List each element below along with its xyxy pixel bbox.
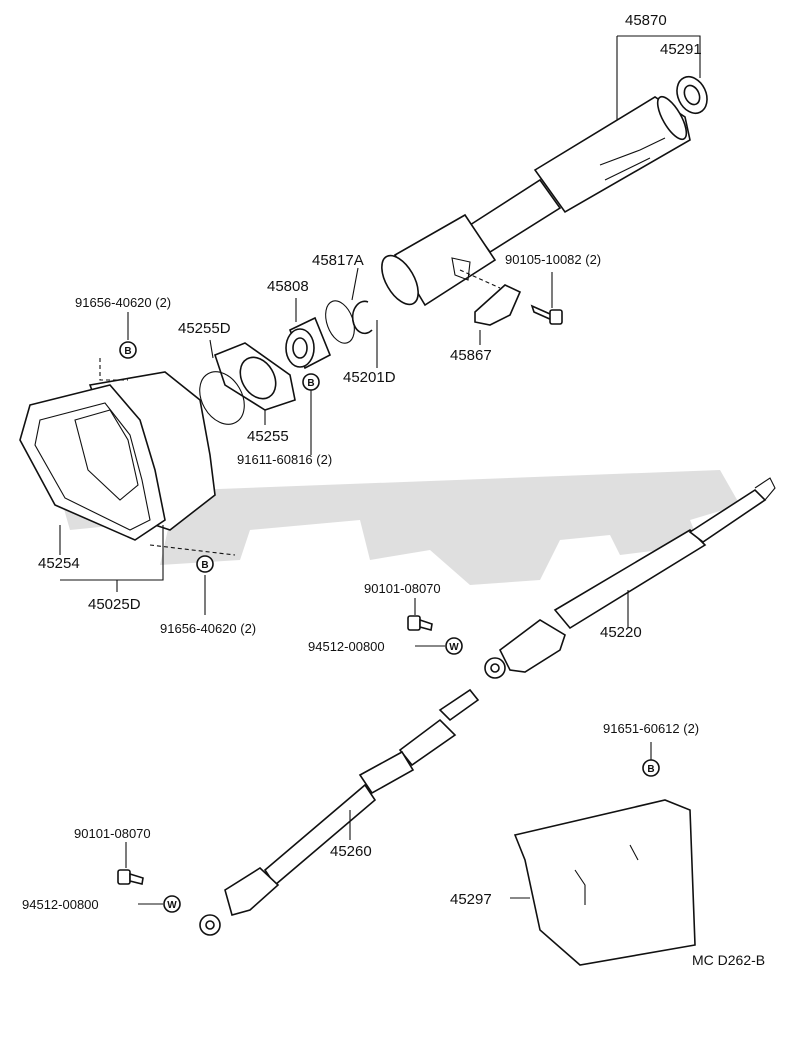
column-tube-45870 xyxy=(381,95,691,307)
label-45808: 45808 xyxy=(267,278,309,295)
bracket-45867 xyxy=(459,269,522,326)
marker-w-low: W xyxy=(163,895,181,913)
marker-b-91611: B xyxy=(302,373,320,391)
svg-text:B: B xyxy=(201,560,208,571)
bolt-90105 xyxy=(530,304,563,325)
label-45025D: 45025D xyxy=(88,596,141,613)
label-45817A: 45817A xyxy=(312,252,364,269)
bolt-90101-low xyxy=(117,869,144,885)
label-91656-40620-bottom: 91656-40620 (2) xyxy=(160,621,256,636)
o-ring-45255D xyxy=(199,371,245,425)
watermark-logo xyxy=(60,470,740,585)
label-45255: 45255 xyxy=(247,428,289,445)
label-90101-08070-mid: 90101-08070 xyxy=(364,581,441,596)
shaft-45220 xyxy=(484,477,776,679)
label-91651-60612: 91651-60612 (2) xyxy=(603,721,699,736)
svg-text:B: B xyxy=(124,346,131,357)
svg-text:B: B xyxy=(647,764,654,775)
bearing-45808 xyxy=(285,316,332,370)
label-45255D: 45255D xyxy=(178,320,231,337)
label-91656-40620-top: 91656-40620 (2) xyxy=(75,295,171,310)
label-45297: 45297 xyxy=(450,891,492,908)
label-45201D: 45201D xyxy=(343,369,396,386)
label-45291: 45291 xyxy=(660,41,702,58)
plate-45255 xyxy=(214,342,296,411)
label-90105-10082: 90105-10082 (2) xyxy=(505,252,601,267)
leader-lines xyxy=(59,35,701,905)
label-45254: 45254 xyxy=(38,555,80,572)
marker-b-91651: B xyxy=(642,759,660,777)
svg-text:W: W xyxy=(449,642,459,653)
bolt-90101-mid xyxy=(407,615,433,632)
o-ring-45817A xyxy=(325,300,355,344)
svg-text:B: B xyxy=(307,378,314,389)
label-45260: 45260 xyxy=(330,843,372,860)
snap-ring-45201D xyxy=(351,300,373,335)
label-90101-08070-low: 90101-08070 xyxy=(74,826,151,841)
svg-text:W: W xyxy=(167,900,177,911)
diagram-code: MC D262-B xyxy=(692,952,765,968)
label-94512-00800-low: 94512-00800 xyxy=(22,897,99,912)
label-45870: 45870 xyxy=(625,12,667,29)
marker-b-top: B xyxy=(119,341,137,359)
label-94512-00800-mid: 94512-00800 xyxy=(308,639,385,654)
marker-b-bottom: B xyxy=(196,555,214,573)
shaft-45260 xyxy=(199,688,480,936)
label-91611-60816: 91611-60816 (2) xyxy=(237,452,332,467)
seal-45291 xyxy=(676,75,708,115)
cover-boot-45254 xyxy=(19,371,216,541)
label-45220: 45220 xyxy=(600,624,642,641)
cover-45297 xyxy=(513,799,696,966)
marker-w-mid: W xyxy=(445,637,463,655)
label-45867: 45867 xyxy=(450,347,492,364)
